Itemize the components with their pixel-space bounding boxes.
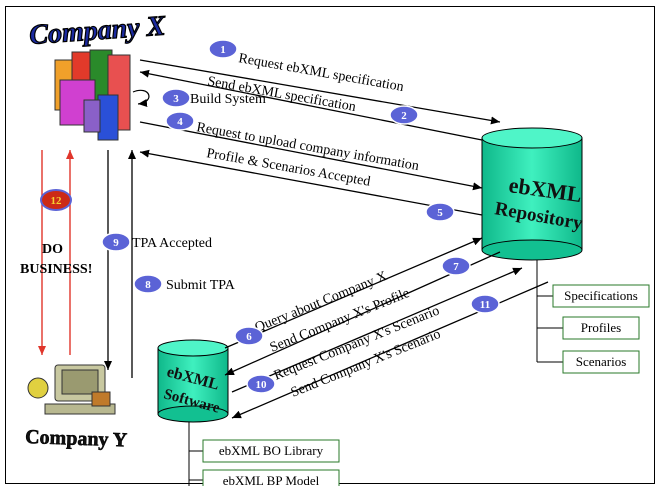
step6-arrow	[224, 237, 483, 349]
step10-arrow	[231, 267, 523, 393]
svg-text:ebXML BO Library: ebXML BO Library	[219, 443, 324, 458]
repository-item-scenarios: Scenarios	[562, 350, 640, 374]
step5-arrow	[139, 149, 483, 216]
svg-text:11: 11	[480, 299, 490, 311]
step12-badge: 12	[40, 189, 72, 211]
svg-text:9: 9	[113, 237, 119, 249]
step3-loop-arrow	[132, 89, 150, 107]
step7-badge: 7	[441, 256, 471, 276]
step4-badge: 4	[165, 111, 195, 131]
svg-text:1: 1	[220, 44, 226, 56]
svg-text:6: 6	[246, 331, 252, 343]
svg-text:4: 4	[177, 116, 183, 128]
svg-text:ebXML BP Model: ebXML BP Model	[223, 473, 320, 486]
svg-text:Scenarios: Scenarios	[576, 354, 627, 369]
step9-badge: 9	[101, 232, 131, 252]
company-x-title: Company X	[28, 10, 167, 51]
do-business-line2: BUSINESS!	[20, 262, 92, 277]
company-y-title: Company Y	[25, 426, 128, 452]
step3-label: Build System	[190, 92, 266, 107]
svg-text:Profiles: Profiles	[581, 320, 621, 335]
do-business-line1: DO	[42, 242, 63, 257]
company-x-building-icon	[54, 49, 131, 141]
step10-badge: 10	[246, 374, 276, 394]
step1-arrow	[139, 59, 501, 125]
svg-text:Specifications: Specifications	[564, 288, 638, 303]
step5-badge: 5	[425, 202, 455, 222]
step2-arrow	[139, 69, 483, 141]
ebxml-repository-cylinder	[481, 127, 583, 261]
svg-text:5: 5	[437, 207, 443, 219]
step8-badge: 8	[133, 274, 163, 294]
step2-badge: 2	[389, 105, 419, 125]
step1-badge: 1	[208, 39, 238, 59]
svg-text:3: 3	[173, 93, 179, 105]
step6-badge: 6	[234, 326, 264, 346]
step11-badge: 11	[470, 294, 500, 314]
step3-badge: 3	[161, 88, 191, 108]
svg-text:12: 12	[51, 195, 63, 207]
repository-item-profiles: Profiles	[562, 316, 640, 340]
step8-label: Submit TPA	[166, 278, 236, 293]
svg-text:7: 7	[453, 261, 459, 273]
software-item-bp-model: ebXML BP Model	[202, 469, 340, 486]
company-y-computer-icon	[27, 364, 116, 415]
svg-text:10: 10	[256, 379, 268, 391]
software-item-bo-library: ebXML BO Library	[202, 439, 340, 463]
step9-label: TPA Accepted	[132, 236, 212, 251]
svg-text:8: 8	[145, 279, 151, 291]
repository-item-specifications: Specifications	[552, 284, 650, 308]
ebxml-software-cylinder	[157, 339, 229, 423]
svg-text:2: 2	[401, 110, 407, 122]
step4-arrow	[139, 121, 483, 191]
